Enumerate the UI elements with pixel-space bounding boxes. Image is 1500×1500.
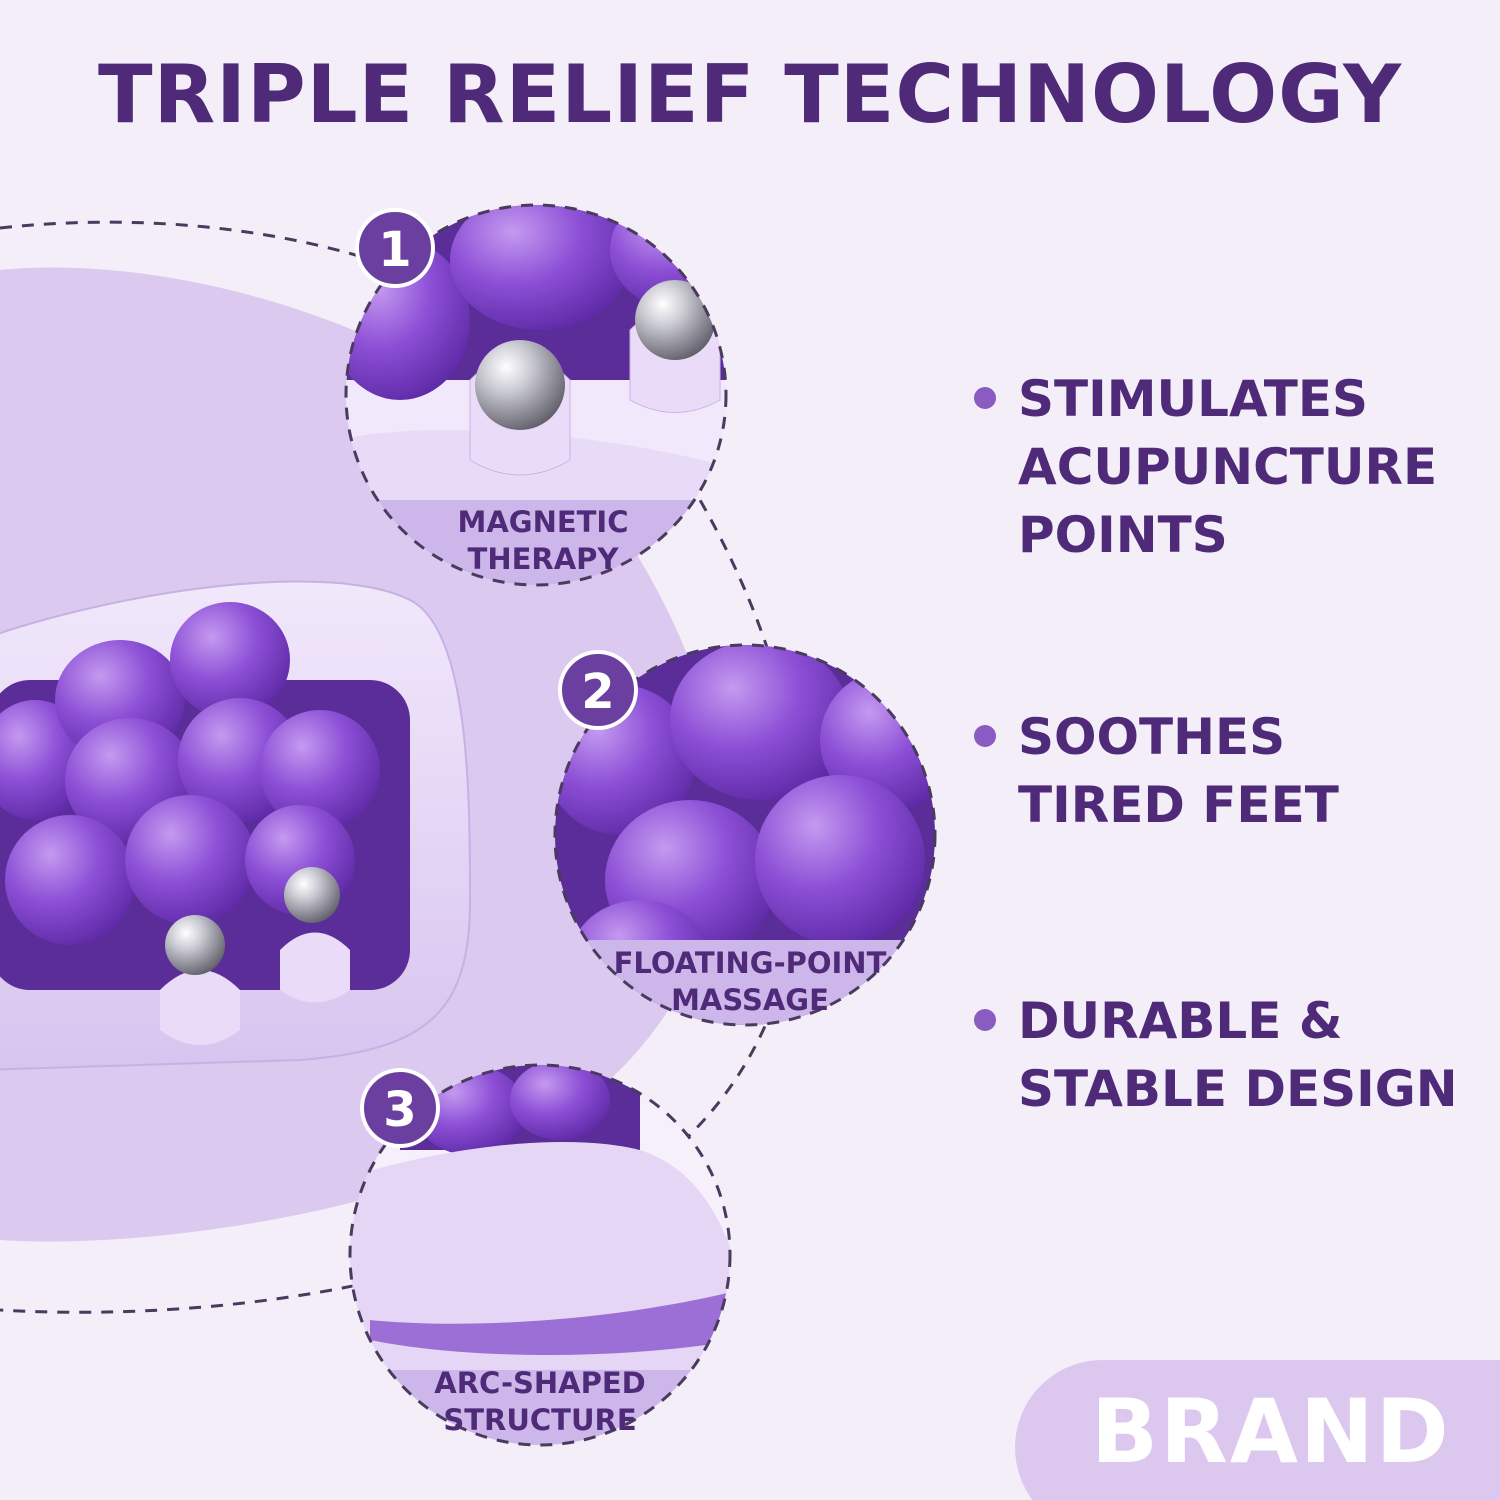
- product-illustration: MAGNETIC THERAPY 1 FLOATING-POINT MASSAG…: [0, 203, 937, 1447]
- feature-circle-2: FLOATING-POINT MASSAGE 2: [553, 643, 937, 1027]
- feature-1-caption-line2: THERAPY: [468, 542, 620, 576]
- feature-2-caption-line1: FLOATING-POINT: [614, 946, 887, 980]
- feature-1-caption-line1: MAGNETIC: [457, 505, 628, 539]
- bullet-dot-icon: [974, 1009, 996, 1031]
- benefit-text: DURABLE & STABLE DESIGN: [1018, 992, 1458, 1118]
- magnet-ball-icon: [284, 867, 340, 923]
- bullet-dot-icon: [974, 725, 996, 747]
- feature-circle-3: ARC-SHAPED STRUCTURE 3: [348, 1063, 732, 1447]
- number-badge-3: [360, 1068, 440, 1148]
- number-badge-2-label: 2: [581, 664, 614, 720]
- bullet-dot-icon: [974, 387, 996, 409]
- feature-3-caption-line2: STRUCTURE: [443, 1403, 636, 1437]
- feature-circle-1: MAGNETIC THERAPY 1: [344, 203, 728, 587]
- brand-name: BRAND: [1091, 1380, 1451, 1483]
- feature-3-caption-line1: ARC-SHAPED: [434, 1366, 646, 1400]
- brand-tab: BRAND: [1015, 1360, 1500, 1500]
- number-badge-3-label: 3: [383, 1082, 416, 1138]
- magnet-ball-icon: [165, 915, 225, 975]
- number-badge-1-label: 1: [378, 222, 411, 278]
- feature-2-caption-line2: MASSAGE: [671, 983, 829, 1017]
- benefit-text: SOOTHES TIRED FEET: [1018, 708, 1339, 834]
- number-badge-2: [558, 650, 638, 730]
- headline: TRIPLE RELIEF TECHNOLOGY: [98, 48, 1402, 141]
- main-nubs: [0, 602, 380, 945]
- magnet-ball-icon: [475, 340, 565, 430]
- magnet-ball-icon: [635, 280, 715, 360]
- benefit-text: STIMULATES ACUPUNCTURE POINTS: [1018, 370, 1438, 564]
- number-badge-1: [355, 208, 435, 288]
